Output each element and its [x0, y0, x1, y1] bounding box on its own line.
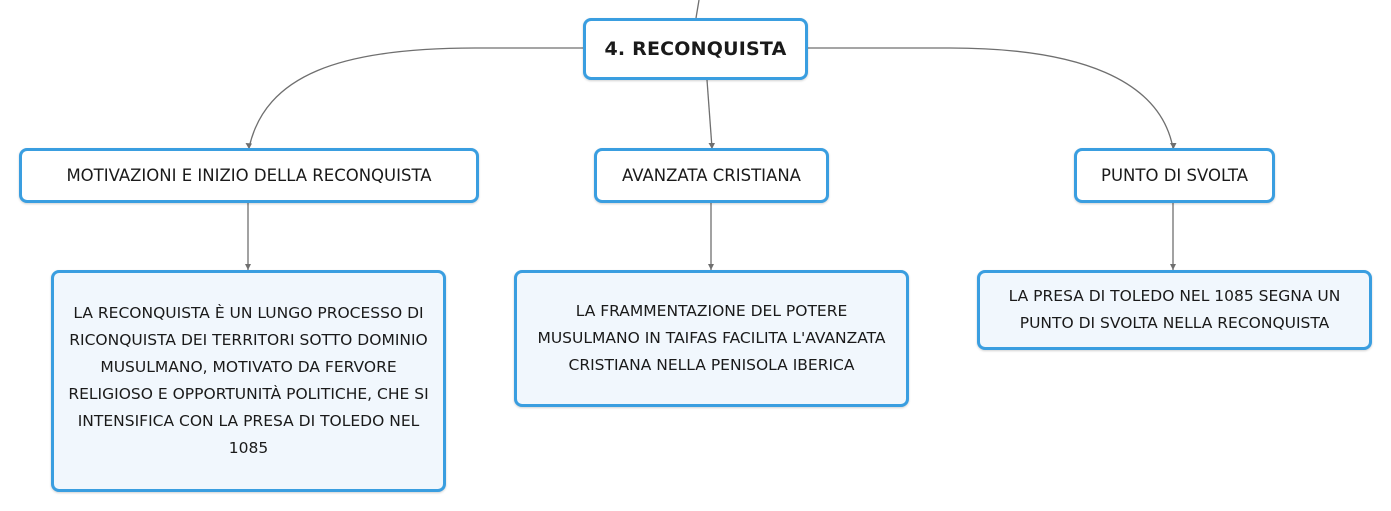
connector-parent-to-root [695, 0, 700, 19]
connector-root-to-branch-1 [248, 47, 583, 149]
connector-root-to-branch-3 [808, 47, 1174, 149]
leaf-node-avanzata[interactable]: LA FRAMMENTAZIONE DEL POTERE MUSULMANO I… [514, 270, 909, 407]
arrowhead-leaf-1 [245, 264, 251, 270]
branch-node-motivazioni[interactable]: MOTIVAZIONI E INIZIO DELLA RECONQUISTA [19, 148, 479, 203]
leaf-node-motivazioni[interactable]: LA RECONQUISTA È UN LUNGO PROCESSO DI RI… [51, 270, 446, 492]
arrowhead-leaf-3 [1170, 264, 1176, 270]
branch-node-svolta[interactable]: PUNTO DI SVOLTA [1074, 148, 1275, 203]
branch-node-label: MOTIVAZIONI E INIZIO DELLA RECONQUISTA [66, 166, 432, 185]
root-node[interactable]: 4. RECONQUISTA [583, 18, 808, 80]
leaf-node-text: LA FRAMMENTAZIONE DEL POTERE MUSULMANO I… [537, 302, 886, 374]
arrowhead-branch-2 [708, 143, 715, 149]
leaf-node-svolta[interactable]: LA PRESA DI TOLEDO NEL 1085 SEGNA UN PUN… [977, 270, 1372, 350]
arrowhead-leaf-2 [708, 264, 714, 270]
connector-root-to-branch-2 [706, 79, 713, 149]
branch-node-label: AVANZATA CRISTIANA [622, 166, 801, 185]
leaf-node-text: LA RECONQUISTA È UN LUNGO PROCESSO DI RI… [68, 304, 429, 457]
leaf-node-text: LA PRESA DI TOLEDO NEL 1085 SEGNA UN PUN… [1008, 287, 1341, 332]
arrowhead-branch-1 [245, 143, 252, 149]
root-node-label: 4. RECONQUISTA [604, 38, 787, 60]
branch-node-label: PUNTO DI SVOLTA [1101, 166, 1248, 185]
branch-node-avanzata[interactable]: AVANZATA CRISTIANA [594, 148, 829, 203]
arrowhead-branch-3 [1170, 143, 1177, 149]
